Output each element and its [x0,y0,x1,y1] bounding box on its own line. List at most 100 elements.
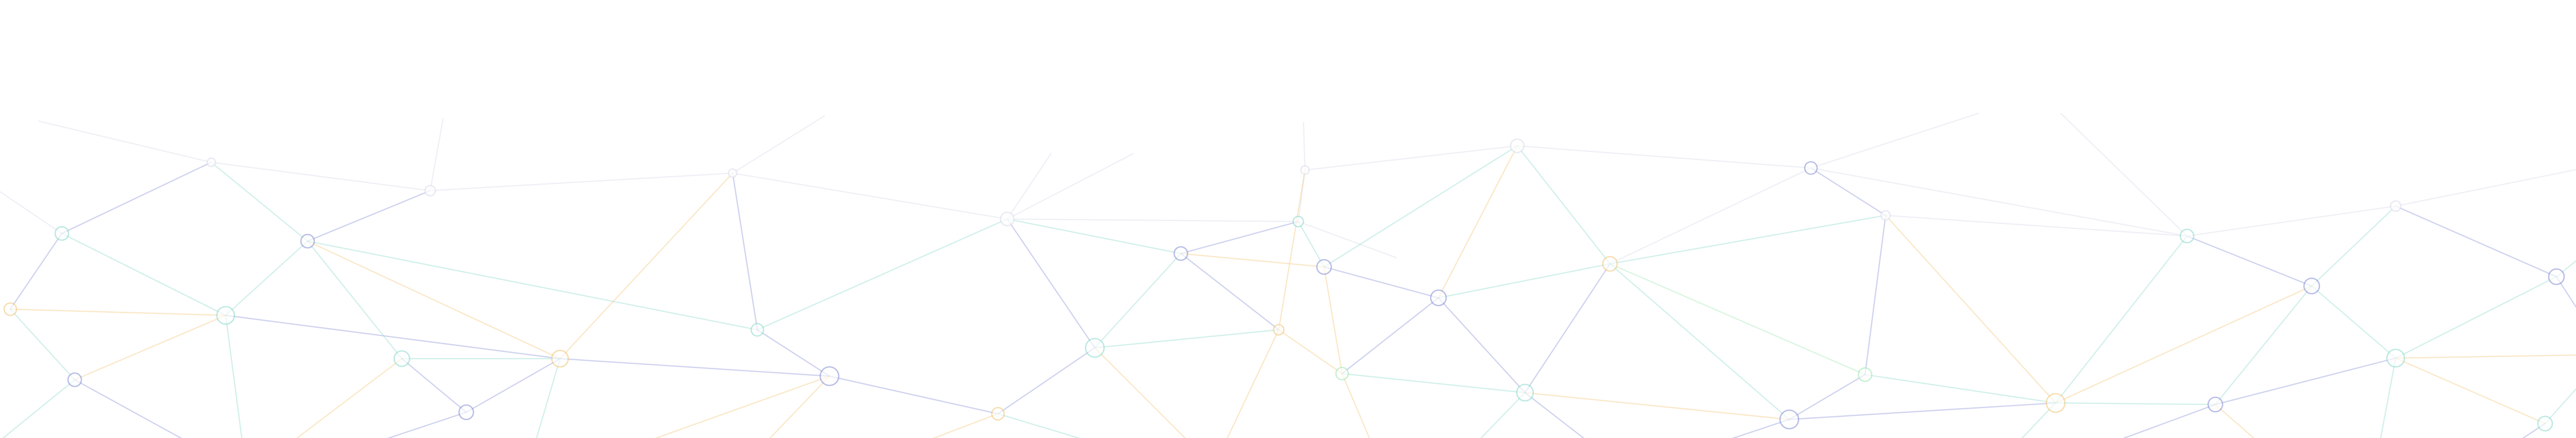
network-edge [1886,215,2187,236]
network-edge [1226,330,1279,438]
network-node [1301,166,1309,174]
network-edge [927,414,998,438]
network-edge [10,309,75,380]
network-edge [1181,222,1298,254]
network-node [2180,229,2194,243]
network-edge [2556,277,2576,355]
network-edge [733,116,824,173]
network-node [1603,257,1617,271]
network-node [1517,384,1533,401]
network-node [2046,394,2065,412]
network-edge [2396,157,2576,206]
network-edge [560,359,829,376]
network-edge [308,241,402,359]
network-edge [768,376,829,438]
network-node [1780,410,1799,429]
network-node [1317,260,1331,274]
network-edge [402,359,466,412]
network-edge [2056,286,2312,403]
network-edge [211,162,308,241]
network-node [2391,201,2401,211]
network-edge [1324,267,1342,374]
network-edge [2187,206,2396,236]
network-edge [1610,264,1789,419]
network-edge [75,380,185,438]
network-edge [2056,403,2215,405]
network-edge [2396,277,2556,358]
network-node [1431,290,1446,306]
network-edge [2380,358,2396,438]
network-node [55,227,69,240]
network-node [207,158,215,166]
network-edge [2215,405,2257,438]
network-edge [733,173,1007,219]
network-node [751,324,764,336]
network-node [68,373,81,386]
network-edge [1095,330,1279,348]
network-edge [2396,355,2576,358]
network-edge [2312,286,2396,358]
network-edge [294,359,402,438]
network-edge [226,241,308,315]
network-edge [1342,374,1370,438]
network-edge [1865,375,2056,403]
network-node [1001,212,1014,226]
network-edge [1525,393,1789,419]
network-edge [0,192,62,233]
network-edge [2061,113,2187,236]
network-edge [0,380,75,438]
network-edge [2215,286,2312,405]
network-edge [757,330,829,376]
network-node [2549,269,2564,284]
network-edge [998,348,1095,414]
network-edge [2396,206,2556,277]
network-edge [1479,393,1525,438]
network-node [1805,162,1817,174]
network-edge [2312,206,2396,286]
network-edge [757,219,1007,330]
network-edge [226,315,560,359]
network-node [1336,367,1348,380]
network-edge [1095,254,1181,348]
network-node [425,186,435,196]
network-edge [1095,348,1188,438]
network-edge [1279,170,1305,330]
network-edge [1324,267,1438,298]
network-node [2304,278,2319,294]
network-edge [1811,113,1978,168]
network-edge [430,119,443,191]
network-edge [308,241,757,330]
network-node [1174,247,1188,260]
network-edge [1181,254,1324,267]
network-edge [1517,146,1610,264]
network-edge [1789,403,2056,419]
network-edge [2187,236,2312,286]
network-node [2208,397,2223,412]
network-edge [381,412,466,438]
network-edge [308,241,560,359]
network-edge [1303,123,1305,170]
network-node [301,234,314,248]
network-node [217,307,234,324]
network-node [1293,216,1303,227]
edge-layer [0,113,2576,438]
network-edge [2215,358,2396,405]
network-edge [1181,254,1279,330]
network-edge [829,376,998,414]
network-node [552,350,568,367]
network-node [2387,349,2404,367]
network-edge [649,376,829,438]
network-edge [733,173,757,330]
network-edge [1279,330,1342,374]
network-edge [1886,215,2056,403]
network-edge [1610,168,1811,264]
network-node [459,405,473,419]
network-edge [1007,154,1051,219]
network-node [1086,339,1104,357]
network-edge [62,162,211,233]
network-edge [308,191,430,241]
network-node [1511,139,1524,153]
network-edge [1007,154,1133,219]
network-edge [2117,405,2215,438]
